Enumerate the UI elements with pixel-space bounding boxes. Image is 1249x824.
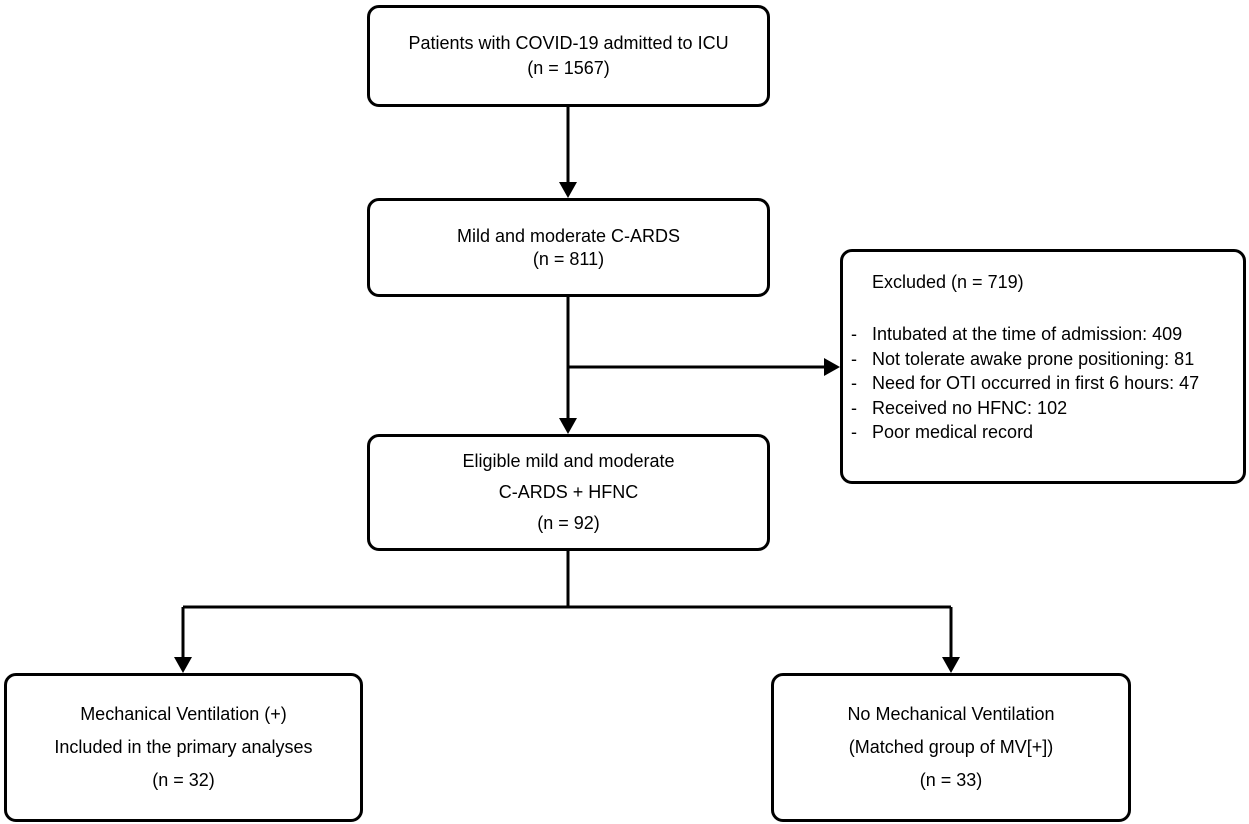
- arrowhead-to-nomv: [942, 657, 960, 673]
- eligible-label-line1: Eligible mild and moderate: [462, 451, 675, 471]
- eligible-label-line2: C-ARDS + HFNC: [498, 482, 639, 502]
- excluded-box: Excluded (n = 719) -Intubated at the tim…: [840, 249, 1246, 484]
- no-mechanical-ventilation-box: No Mechanical Ventilation (Matched group…: [771, 673, 1131, 822]
- excluded-reason: -Poor medical record: [851, 422, 1034, 442]
- admitted-label: Patients with COVID-19 admitted to ICU: [408, 33, 729, 53]
- excluded-title: Excluded (n = 719): [872, 272, 1024, 292]
- mild-moderate-label: Mild and moderate C-ARDS: [456, 225, 681, 246]
- excluded-reason: -Need for OTI occurred in first 6 hours:…: [851, 373, 1200, 393]
- mv-count: (n = 32): [152, 770, 215, 790]
- arrowhead-mild-to-eligible: [559, 418, 577, 434]
- eligible-box: Eligible mild and moderate C-ARDS + HFNC…: [367, 434, 770, 551]
- admitted-box: Patients with COVID-19 admitted to ICU (…: [367, 5, 770, 107]
- excluded-reason: -Not tolerate awake prone positioning: 8…: [851, 348, 1195, 369]
- eligible-count: (n = 92): [537, 513, 600, 533]
- mechanical-ventilation-box: Mechanical Ventilation (+) Included in t…: [4, 673, 363, 822]
- arrowhead-top-to-mild: [559, 182, 577, 198]
- admitted-count: (n = 1567): [527, 58, 610, 78]
- mv-label: Mechanical Ventilation (+): [80, 704, 287, 724]
- nomv-count: (n = 33): [919, 770, 983, 790]
- mild-moderate-count: (n = 811): [532, 248, 605, 269]
- arrowhead-to-mv: [174, 657, 192, 673]
- mild-moderate-box: Mild and moderate C-ARDS (n = 811): [367, 198, 770, 297]
- arrowhead-to-excluded: [824, 358, 840, 376]
- nomv-sublabel: (Matched group of MV[+]): [848, 737, 1054, 757]
- mv-sublabel: Included in the primary analyses: [54, 737, 313, 757]
- excluded-reasons-list: -Intubated at the time of admission: 409…: [851, 322, 1199, 445]
- excluded-reason: -Received no HFNC: 102: [851, 397, 1068, 418]
- nomv-label: No Mechanical Ventilation: [847, 704, 1055, 724]
- excluded-reason: -Intubated at the time of admission: 409: [851, 324, 1183, 344]
